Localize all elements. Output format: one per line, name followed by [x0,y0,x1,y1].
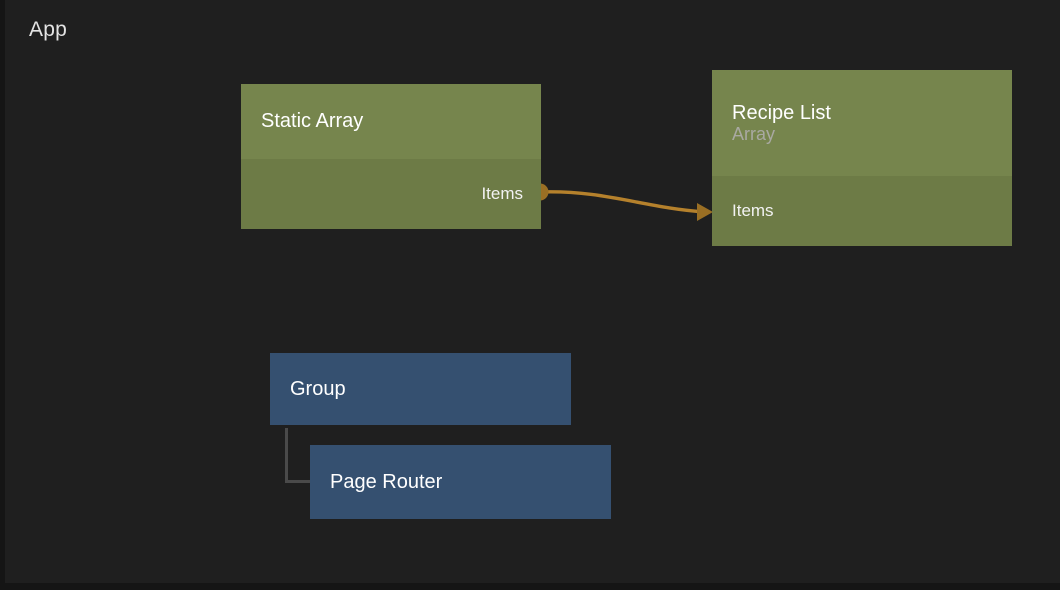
node-title: Static Array [261,110,364,133]
input-arrowhead-icon [697,203,713,221]
edge-group-to-page-router [285,428,310,483]
node-page-router[interactable]: Page Router [310,445,611,519]
node-title: Page Router [330,470,443,493]
tree-elbow-line [285,428,310,483]
node-body: Items [241,159,541,229]
edge-curve [539,190,707,214]
node-header: Static Array [241,84,541,159]
node-header: Page Router [310,445,611,519]
output-port-label[interactable]: Items [481,184,523,203]
node-body: Items [712,176,1012,246]
node-recipe-list[interactable]: Recipe List Array Items [712,70,1012,246]
node-title: Group [290,377,346,400]
node-group[interactable]: Group [270,353,571,425]
edge-items-to-items[interactable] [531,183,714,222]
node-title: Recipe List [732,101,831,124]
input-port-label[interactable]: Items [732,201,774,220]
page-title: App [29,18,67,41]
node-header: Group [270,353,571,425]
node-subtitle: Array [732,124,776,145]
node-header: Recipe List Array [712,70,1012,176]
node-static-array[interactable]: Static Array Items [241,84,541,229]
